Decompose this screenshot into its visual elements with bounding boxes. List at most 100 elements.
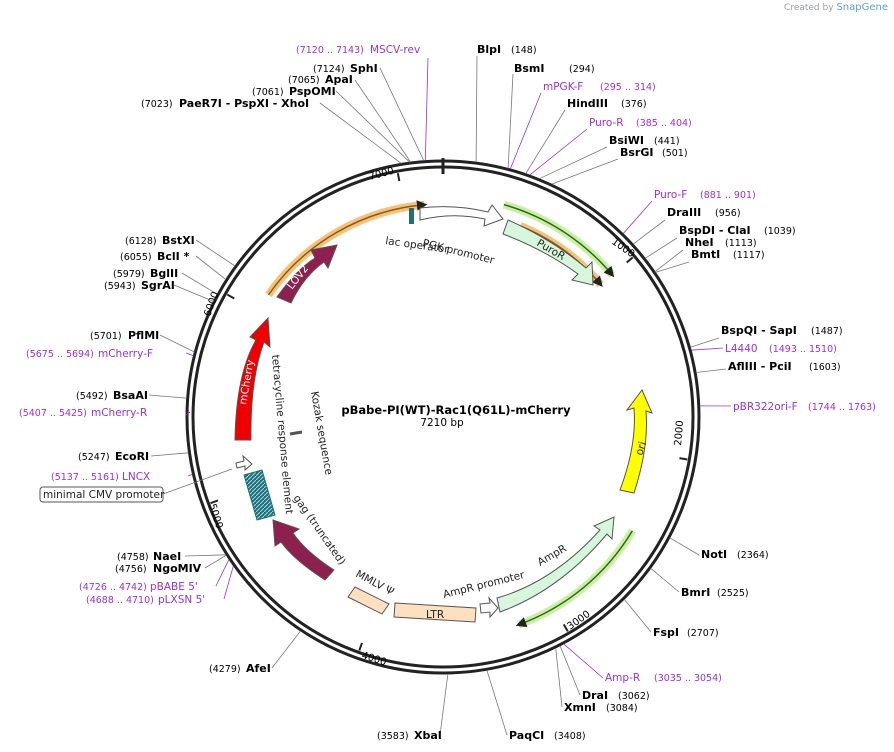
primer-mcherry-f: mCherry-F (98, 348, 153, 360)
enzyme-bsiwi-pos: (441) (654, 136, 680, 147)
enzyme-hindiii: HindIII (567, 97, 608, 110)
ampr-arrow (496, 516, 615, 613)
enzyme-sgrai-pos: (5943) (104, 281, 136, 292)
enzyme-bspdi-clai: BspDI - ClaI (679, 224, 751, 237)
primer-mcherry-r: mCherry-R (91, 407, 147, 419)
enzyme-drai: DraI (582, 689, 608, 702)
leader-14 (559, 645, 581, 696)
leader-30 (354, 79, 411, 163)
primer-mpgk-f: mPGK-F (543, 81, 583, 93)
enzyme-afliii-pcii: AflIII - PciI (728, 360, 792, 373)
leader-24 (173, 284, 214, 302)
tick-label-7000: 7000 (368, 166, 395, 183)
leader-36 (691, 347, 724, 351)
leader-29 (335, 90, 410, 163)
snapgene-logo: SnapGene (836, 2, 888, 13)
leader-43 (185, 352, 194, 357)
green-arc-amp (517, 528, 636, 629)
lac-operator-box (409, 208, 414, 224)
leader-9 (690, 337, 720, 348)
primer-mscv-rev-pos: (7120 .. 7143) (296, 45, 364, 56)
leader-16 (486, 670, 508, 736)
enzyme-bcli-pos: (6055) (120, 252, 152, 263)
tick-4 (358, 642, 363, 651)
enzyme-fspi: FspI (653, 626, 679, 639)
enzyme-bsaai-pos: (5492) (76, 391, 108, 402)
leader-10 (696, 368, 727, 373)
enzyme-bspqi-sapi: BspQI - SapI (721, 324, 797, 337)
enzyme-blpi: BlpI (477, 43, 501, 56)
green-arc-amp-line (515, 530, 634, 628)
tre-box (243, 469, 276, 521)
leader-lines (148, 55, 732, 736)
enzyme-bmti: BmtI (691, 248, 720, 261)
tick-7 (396, 172, 401, 182)
leader-41 (187, 474, 193, 477)
enzyme-fspi-pos: (2707) (687, 628, 719, 639)
enzyme-bsaai: BsaAI (113, 389, 148, 402)
leader-5 (632, 219, 666, 245)
leader-22 (148, 394, 187, 399)
enzyme-noti: NotI (701, 548, 727, 561)
enzyme-pspomi-pos: (7061) (252, 87, 284, 98)
enzyme-paqci: PaqCI (509, 729, 544, 742)
primer-puro-r: Puro-R (589, 117, 624, 129)
leader-25 (181, 272, 218, 295)
leader-13 (623, 598, 652, 633)
enzyme-pflmi-pos: (5701) (90, 331, 122, 342)
cmv-leader (162, 468, 233, 495)
tick-label-2000: 2000 (673, 420, 686, 446)
primer-amp-r: Amp-R (605, 672, 640, 684)
primer-l4440-pos: (1493 .. 1510) (769, 344, 837, 355)
leader-21 (150, 452, 189, 457)
ori-label: ori (633, 440, 649, 457)
leader-3 (539, 146, 608, 180)
enzyme-bsrgi: BsrGI (620, 146, 653, 159)
tick-label-4000: 4000 (360, 650, 388, 668)
enzyme-pflmi: PflMI (128, 329, 159, 342)
primer-lncx: LNCX (122, 471, 150, 483)
primer-pbr322ori-f-pos: (1744 .. 1763) (808, 402, 876, 413)
enzyme-drai-pos: (3062) (618, 691, 650, 702)
enzyme-paer7i-pos: (7023) (141, 99, 173, 110)
primer-puro-r-pos: (385 .. 404) (636, 118, 692, 129)
enzyme-bspqi-sapi-pos: (1487) (811, 326, 843, 337)
enzyme-sphi-pos: (7124) (313, 64, 345, 75)
gag-arrow (272, 519, 335, 581)
app-credit: Created by SnapGene (784, 2, 888, 13)
plasmid-name: pBabe-PI(WT)-Rac1(Q61L)-mCherry (341, 403, 571, 417)
enzyme-naei: NaeI (153, 550, 181, 563)
primer-mscv-rev: MSCV-rev (370, 44, 420, 56)
leader-2 (525, 109, 566, 174)
tick-1 (626, 256, 634, 264)
enzyme-paqci-pos: (3408) (554, 731, 586, 742)
primer-mpgk-f-pos: (295 .. 314) (600, 82, 656, 93)
enzyme-bsmi: BsmI (514, 62, 545, 75)
primer-mcherry-f-pos: (5675 .. 5694) (26, 349, 94, 360)
enzyme-nhei-pos: (1113) (725, 238, 757, 249)
enzyme-bspdi-clai-pos: (1039) (764, 226, 796, 237)
leader-6 (644, 237, 678, 259)
lov2-arrow (276, 244, 338, 304)
mmlv-psi-box (347, 586, 390, 615)
cmv-arrow (235, 454, 253, 472)
enzyme-bmri: BmrI (681, 586, 710, 599)
enzyme-draiii: DraIII (667, 206, 701, 219)
enzyme-naei-pos: (4758) (117, 552, 149, 563)
primer-plxsn-5: pLXSN 5' (158, 594, 205, 606)
enzyme-bcli: BclI * (157, 250, 190, 263)
enzyme-xmni-pos: (3084) (606, 703, 638, 714)
leader-18 (271, 630, 301, 669)
enzyme-afliii-pcii-pos: (1603) (809, 362, 841, 373)
leader-40 (223, 565, 234, 600)
primer-amp-r-pos: (3035 .. 3054) (654, 673, 722, 684)
tick-marks (210, 172, 688, 651)
leader-15 (555, 647, 563, 708)
leader-12 (650, 567, 680, 593)
primer-mcherry-r-pos: (5407 .. 5425) (19, 408, 87, 419)
enzyme-apai: ApaI (325, 73, 353, 86)
enzyme-bmri-pos: (2525) (717, 588, 749, 599)
leader-11 (669, 537, 700, 556)
primer-puro-f-pos: (881 .. 901) (700, 190, 756, 201)
